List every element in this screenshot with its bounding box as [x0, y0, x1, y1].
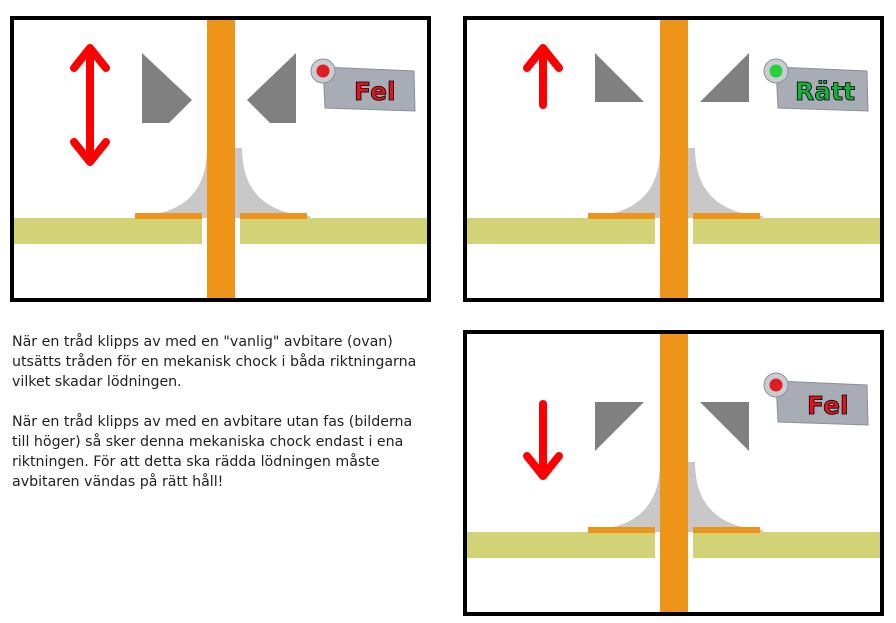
status-badge: Fel [310, 58, 416, 112]
status-label: Fel [807, 391, 849, 420]
circuit-board-left [14, 218, 202, 244]
diagram-panel-flush-cutter-wrong: Fel [463, 330, 884, 616]
diagram-normal-cutter: Fel [14, 20, 427, 298]
diagram-panel-normal-cutter: Fel [10, 16, 431, 302]
component-wire [660, 20, 688, 298]
status-badge: Fel [763, 372, 869, 426]
copper-pad-left [588, 527, 655, 533]
double-arrow-icon [70, 44, 110, 166]
status-label: Rätt [795, 77, 855, 106]
description-paragraph-1: När en tråd klipps av med en "vanlig" av… [12, 334, 417, 390]
status-label: Fel [354, 77, 396, 106]
cutter-blade-right [247, 53, 296, 123]
circuit-board-left [467, 532, 655, 558]
copper-pad-right [693, 213, 760, 219]
circuit-board-left [467, 218, 655, 244]
copper-pad-right [240, 213, 307, 219]
cutter-blade-left [595, 53, 644, 102]
cutter-blade-left [142, 53, 192, 123]
arrow-down-icon [523, 400, 563, 480]
copper-pad-left [588, 213, 655, 219]
circuit-board-right [693, 218, 880, 244]
description-paragraph-2: När en tråd klipps av med en avbitare ut… [12, 414, 413, 490]
diagram-flush-cutter-correct: Rätt [467, 20, 880, 298]
cutter-blade-right [700, 402, 749, 451]
copper-pad-right [693, 527, 760, 533]
component-wire [660, 334, 688, 612]
component-wire [207, 20, 235, 298]
status-badge: Rätt [763, 58, 869, 112]
arrow-up-icon [523, 44, 563, 109]
circuit-board-right [693, 532, 880, 558]
cutter-blade-left [595, 402, 644, 451]
circuit-board-right [240, 218, 427, 244]
copper-pad-left [135, 213, 202, 219]
diagram-flush-cutter-wrong: Fel [467, 334, 880, 612]
diagram-panel-flush-cutter-correct: Rätt [463, 16, 884, 302]
cutter-blade-right [700, 53, 749, 102]
